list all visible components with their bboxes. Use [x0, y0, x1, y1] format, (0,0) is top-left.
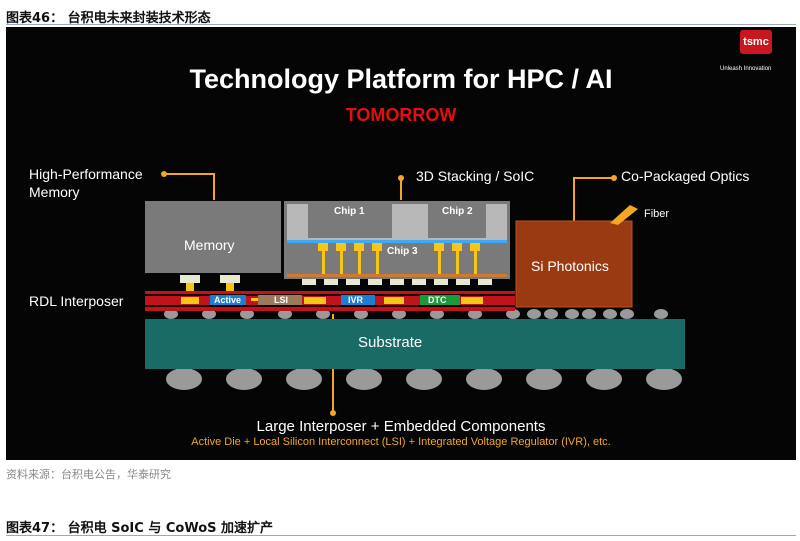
- cpo-dot: [611, 175, 617, 181]
- hbm-label-line1: High-Performance: [29, 166, 143, 182]
- dtc-label: DTC: [428, 295, 447, 305]
- lsi-label: LSI: [274, 295, 289, 305]
- active-label: Active: [214, 295, 242, 305]
- slide-subtitle: TOMORROW: [345, 105, 457, 125]
- slide-title: Technology Platform for HPC / AI: [189, 64, 613, 94]
- ivr-label: IVR: [348, 295, 364, 305]
- memory-die: [145, 201, 281, 273]
- fiber-shape: [610, 205, 638, 225]
- rdl-label: RDL Interposer: [29, 293, 124, 309]
- memory-bumps: [180, 275, 240, 283]
- chip2-label: Chip 2: [442, 206, 473, 217]
- bottom-title: Large Interposer + Embedded Components: [256, 418, 546, 435]
- ivr-die: [341, 295, 375, 305]
- active-die: [210, 295, 246, 305]
- logo-tagline: Unleash Innovation: [720, 66, 772, 72]
- c4-bumps: [164, 309, 668, 319]
- title-divider: [6, 24, 796, 25]
- slide-image: tsmc Unleash Innovation Technology Platf…: [6, 27, 796, 460]
- dtc-die: [420, 295, 460, 305]
- bga-balls: [166, 368, 682, 390]
- tsmc-logo: tsmc: [740, 30, 772, 54]
- source-note: 资料来源：台积电公告，华泰研究: [6, 468, 171, 481]
- substrate-block: [145, 319, 685, 369]
- stacking-label: 3D Stacking / SoIC: [416, 168, 535, 184]
- chip1-label: Chip 1: [334, 206, 365, 217]
- chip1-die: [308, 204, 392, 238]
- bottom-dot: [330, 410, 336, 416]
- cpo-leader: [573, 177, 614, 221]
- hbm-label-line2: Memory: [29, 184, 80, 200]
- stacking-dot: [398, 175, 404, 181]
- hbm-leader: [164, 173, 215, 200]
- si-photonics-label: Si Photonics: [531, 258, 609, 274]
- package-diagram: [145, 171, 685, 416]
- title-divider-2: [6, 535, 796, 536]
- figure-46-title: 图表46： 台积电未来封装技术形态: [6, 11, 211, 26]
- cpo-label: Co-Packaged Optics: [621, 168, 750, 184]
- memory-label: Memory: [184, 237, 235, 253]
- bottom-subtitle: Active Die + Local Silicon Interconnect …: [191, 436, 611, 448]
- soic-bumps: [302, 279, 492, 285]
- chip2-die: [428, 204, 486, 238]
- chip3-label: Chip 3: [387, 246, 418, 257]
- lsi-die: [258, 295, 302, 305]
- si-photonics-die: [515, 220, 633, 308]
- fiber-label: Fiber: [644, 208, 670, 220]
- substrate-label: Substrate: [358, 334, 423, 351]
- soic-vias: [318, 243, 480, 277]
- figure-47-title: 图表47： 台积电 SoIC 与 CoWoS 加速扩产: [6, 521, 274, 536]
- hbm-dot: [161, 171, 167, 177]
